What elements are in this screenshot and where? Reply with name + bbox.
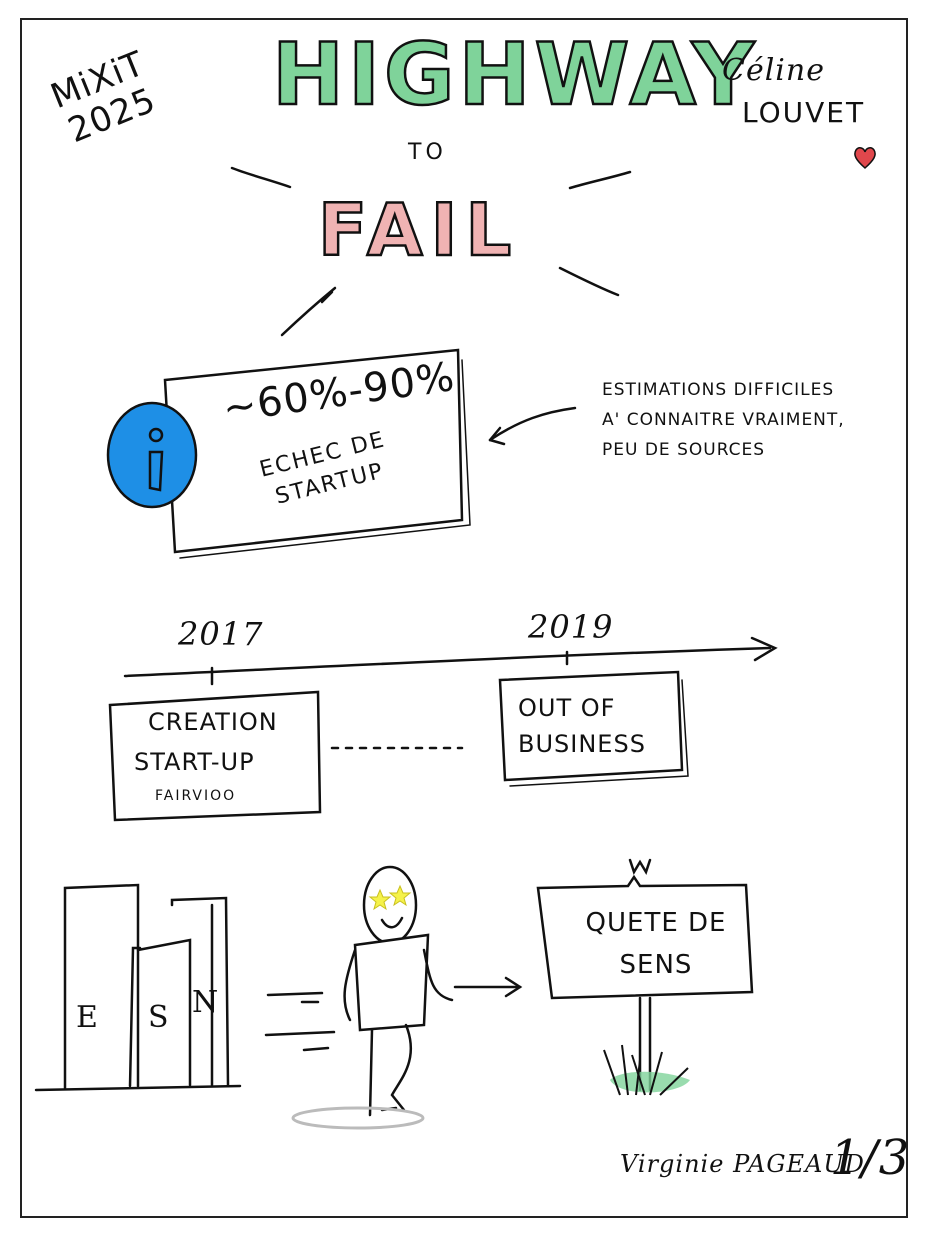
title-highway: HIGHWAY bbox=[271, 24, 759, 127]
title-fail: FAIL bbox=[317, 187, 520, 274]
speaker-name: Céline LOUVET bbox=[722, 53, 866, 129]
side-note: ESTIMATIONS DIFFICILES A' CONNAITRE VRAI… bbox=[602, 380, 845, 460]
page-number: 1/3 bbox=[830, 1130, 911, 1186]
timeline-event-start: CREATION START-UP bbox=[134, 708, 278, 776]
startup-name: FAIRVIOO bbox=[155, 788, 237, 804]
sign-text: QUETE DE SENS bbox=[585, 908, 727, 980]
building-letter-s: S bbox=[148, 1000, 170, 1035]
heart-icon bbox=[854, 147, 876, 170]
building-letter-e: E bbox=[76, 1000, 99, 1035]
author-signature: Virginie PAGEAUD bbox=[620, 1150, 865, 1178]
timeline-event-end: OUT OF BUSINESS bbox=[518, 694, 646, 758]
title-to: TO bbox=[408, 140, 447, 165]
page-frame bbox=[20, 18, 908, 1218]
building-letter-n: N bbox=[192, 985, 220, 1020]
timeline-year-start: 2017 bbox=[178, 615, 264, 653]
timeline-year-end: 2019 bbox=[528, 608, 614, 646]
